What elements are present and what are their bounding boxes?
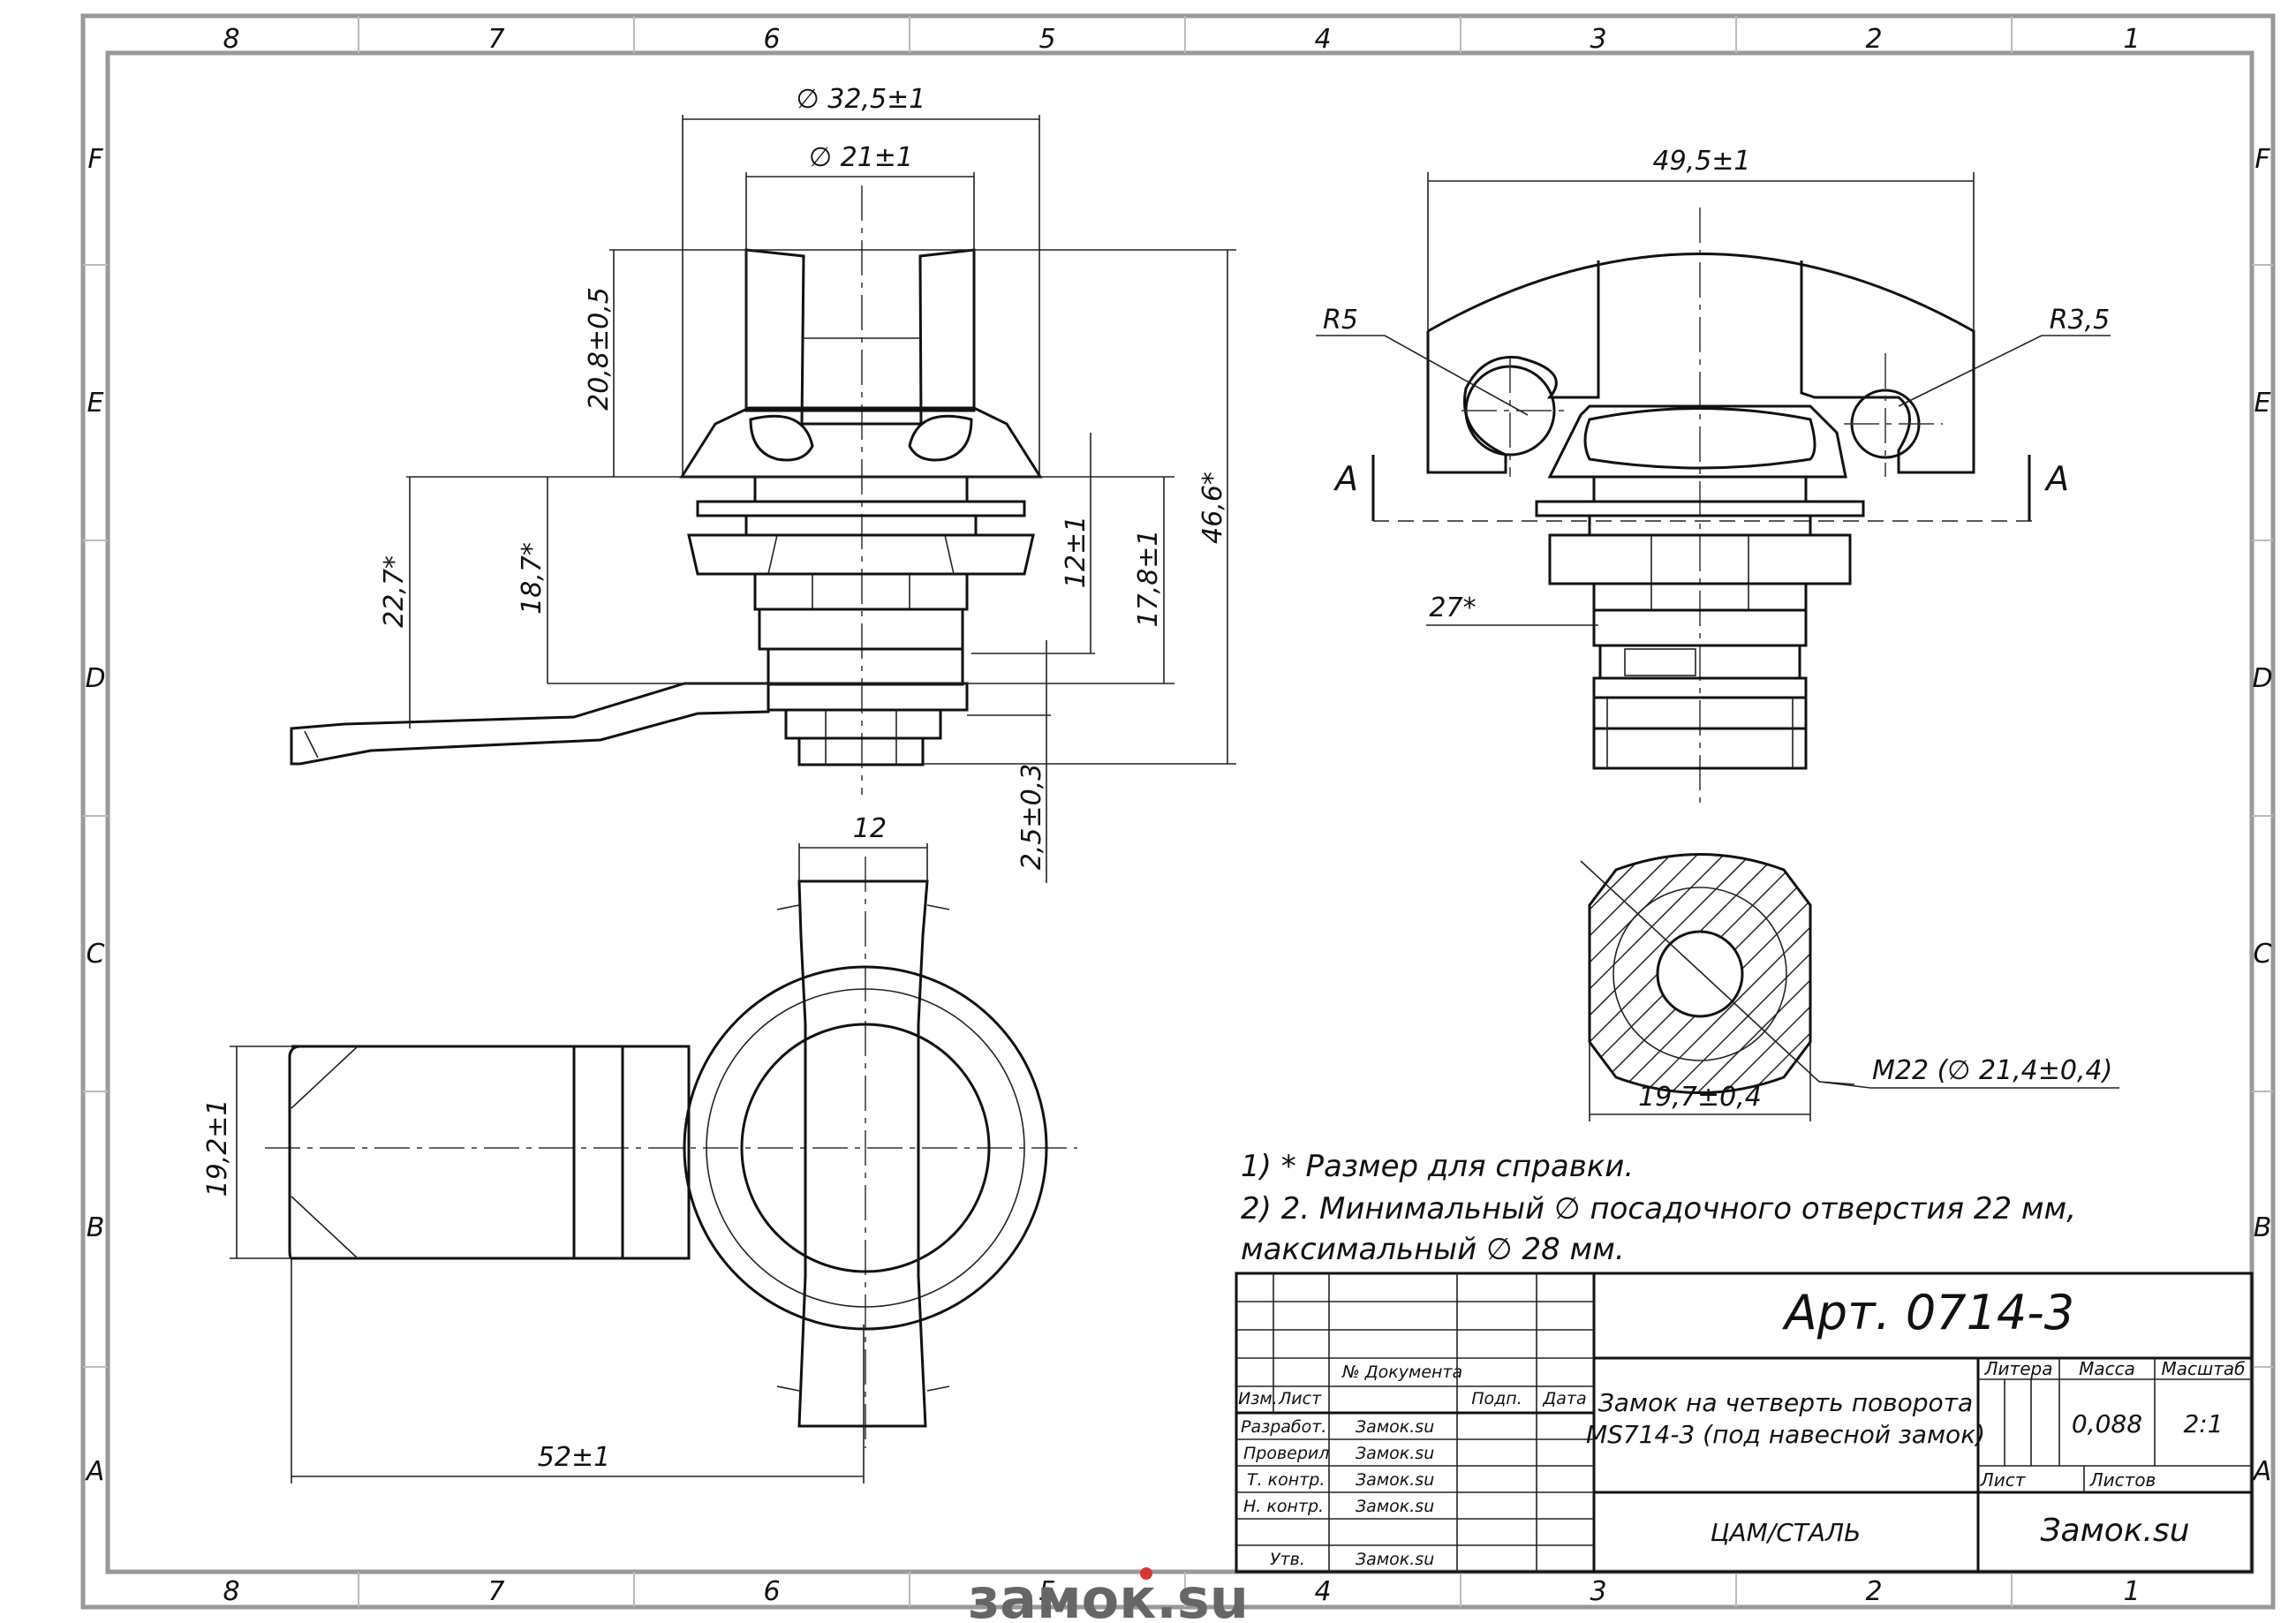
note-line-3: максимальный ∅ 28 мм. <box>1241 1232 1625 1267</box>
top-view <box>265 857 1077 1448</box>
zone-row-D-right: D <box>2252 663 2272 694</box>
dim-h-187: 18,7* <box>517 542 548 615</box>
note-line-1: 1) * Размер для справки. <box>1241 1149 1634 1184</box>
zone-labels: 8 7 6 5 4 3 2 1 8 7 6 5 4 3 2 1 F E D C … <box>85 24 2273 1607</box>
zone-col-5-bottom: 5 <box>1038 1576 1055 1607</box>
note-line-2: 2) 2. Минимальный ∅ посадочного отверсти… <box>1241 1191 2076 1227</box>
dim-h-head: 20,8±0,5 <box>584 287 615 411</box>
zone-row-D-left: D <box>85 663 105 694</box>
product-name-line-2: MS714-3 (под навесной замок) <box>1586 1420 1985 1449</box>
dim-thread: M22 (∅ 21,4±0,4) <box>1872 1055 2112 1086</box>
zone-col-7-top: 7 <box>487 24 504 55</box>
material: ЦАМ/СТАЛЬ <box>1711 1518 1862 1547</box>
zone-row-A-right: A <box>2252 1456 2272 1487</box>
front-view-dim-text: ∅ 32,5±1 ∅ 21±1 20,8±0,5 46,6* 22,7* 18,… <box>379 84 1228 870</box>
zone-col-6-top: 6 <box>763 24 780 55</box>
zone-col-4-top: 4 <box>1314 24 1331 55</box>
section-dim-text: M22 (∅ 21,4±0,4) 19,7±0,4 <box>1638 1055 2112 1113</box>
dim-w-side: 49,5±1 <box>1652 146 1750 177</box>
dim-h-227: 22,7* <box>379 555 410 628</box>
section-label-left: A <box>1333 459 1358 498</box>
name-checker: Замок.su <box>1356 1444 1434 1463</box>
article-number: Арт. 0714-3 <box>1782 1285 2074 1340</box>
zone-row-A-left: A <box>85 1456 105 1487</box>
header-massa: Масса <box>2079 1358 2135 1379</box>
dim-h-25: 2,5±0,3 <box>1016 764 1047 871</box>
zone-col-2-top: 2 <box>1865 24 1882 55</box>
dim-d-outer: ∅ 32,5±1 <box>797 84 926 115</box>
outer-frame <box>80 13 2276 1610</box>
company-name: Замок.su <box>2040 1513 2189 1549</box>
watermark-text: замок.su <box>968 1566 1249 1623</box>
section-a-a <box>1580 853 2119 1121</box>
zone-col-8-top: 8 <box>223 24 239 55</box>
top-view-dimensions <box>230 843 928 1483</box>
dim-h-12: 12±1 <box>1061 516 1091 588</box>
front-view <box>290 185 1043 795</box>
sheets-label: Листов <box>2089 1469 2156 1491</box>
inner-frame <box>105 50 2254 1574</box>
zone-col-1-top: 1 <box>2123 24 2140 55</box>
dim-w-27: 27* <box>1429 593 1476 623</box>
zone-col-8-bottom: 8 <box>223 1576 239 1607</box>
section-label-right: A <box>2043 459 2069 498</box>
zone-row-F-left: F <box>87 144 103 175</box>
scale-value: 2:1 <box>2183 1409 2223 1438</box>
name-norm-control: Замок.su <box>1356 1497 1434 1516</box>
front-view-dimensions <box>406 115 1236 883</box>
dim-d-inner: ∅ 21±1 <box>809 142 913 173</box>
dim-w-192: 19,2±1 <box>202 1098 233 1196</box>
role-norm-control: Н. контр. <box>1243 1497 1324 1516</box>
sheet-label: Лист <box>1980 1469 2027 1491</box>
zone-col-5-top: 5 <box>1038 24 1055 55</box>
mass-value: 0,088 <box>2072 1409 2142 1438</box>
role-tech-control: Т. контр. <box>1247 1470 1325 1490</box>
zone-col-7-bottom: 7 <box>487 1576 504 1607</box>
header-data: Дата <box>1542 1389 1586 1408</box>
role-checker: Проверил <box>1243 1444 1329 1463</box>
doc-number-header: № Документа <box>1341 1363 1462 1382</box>
zone-row-B-left: B <box>87 1212 105 1243</box>
zone-row-E-right: E <box>2254 388 2271 419</box>
header-scale: Масштаб <box>2161 1358 2245 1379</box>
header-podp: Подп. <box>1471 1389 1522 1408</box>
side-view-dim-text: 49,5±1 R5 R3,5 A A 27* <box>1323 146 2110 623</box>
top-view-dim-text: 12 19,2±1 52±1 <box>202 813 887 1473</box>
dim-w-12: 12 <box>853 813 887 844</box>
side-view <box>1426 208 1975 804</box>
zone-row-C-right: C <box>2254 939 2272 970</box>
zone-row-B-right: B <box>2254 1212 2272 1243</box>
header-list: Лист <box>1278 1389 1322 1408</box>
role-approved: Утв. <box>1270 1550 1305 1569</box>
name-tech-control: Замок.su <box>1356 1470 1434 1490</box>
role-developer: Разработ. <box>1241 1417 1326 1437</box>
zone-row-C-left: C <box>87 939 105 970</box>
zone-col-1-bottom: 1 <box>2123 1576 2140 1607</box>
dim-w-197: 19,7±0,4 <box>1638 1082 1762 1113</box>
watermark-logo: замок.su <box>968 1566 1249 1623</box>
notes: 1) * Размер для справки. 2) 2. Минимальн… <box>1241 1149 2076 1267</box>
header-litera: Литера <box>1984 1358 2053 1379</box>
zone-col-3-bottom: 3 <box>1590 1576 1606 1607</box>
dim-h-total: 46,6* <box>1197 472 1228 544</box>
zone-col-2-bottom: 2 <box>1865 1576 1882 1607</box>
dim-r5: R5 <box>1323 305 1358 336</box>
zone-row-E-left: E <box>87 388 104 419</box>
zone-row-F-right: F <box>2254 144 2270 175</box>
zone-col-6-bottom: 6 <box>763 1576 780 1607</box>
dim-w-52: 52±1 <box>538 1442 610 1473</box>
dim-r35: R3,5 <box>2050 305 2111 336</box>
zone-col-3-top: 3 <box>1590 24 1606 55</box>
product-name-line-1: Замок на четверть поворота <box>1598 1388 1973 1417</box>
name-approved: Замок.su <box>1356 1550 1434 1569</box>
zone-ticks <box>83 16 2273 1607</box>
title-block <box>1235 1272 2254 1574</box>
zone-col-4-bottom: 4 <box>1314 1576 1331 1607</box>
name-developer: Замок.su <box>1356 1417 1434 1437</box>
header-izm: Изм. <box>1238 1389 1278 1408</box>
dim-h-178: 17,8±1 <box>1133 529 1164 627</box>
title-block-text: Арт. 0714-3 Замок на четверть поворота M… <box>1238 1285 2246 1569</box>
side-view-dimensions <box>1316 172 2111 626</box>
